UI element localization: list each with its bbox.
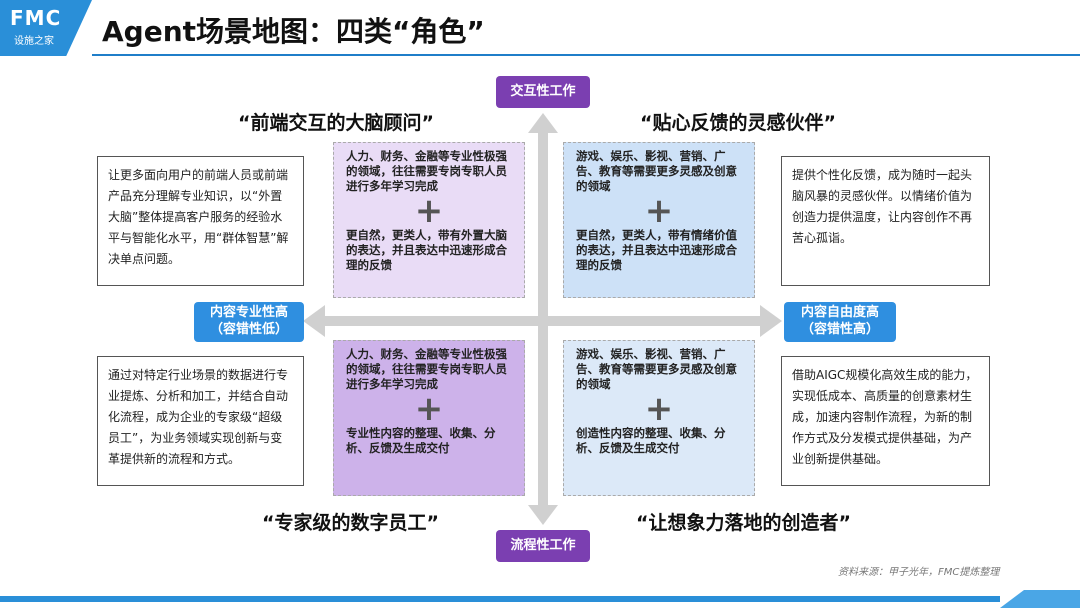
side-box-bottom-left: 通过对特定行业场景的数据进行专业提炼、分析和加工，并结合自动化流程，成为企业的专… [97, 356, 304, 486]
quadrant-top-left-domain: 人力、财务、金融等专业性极强的领域，往往需要专岗专职人员进行多年学习完成 [346, 149, 507, 193]
quadrant-top-left-expression: 更自然，更类人，带有外置大脑的表达，并且表达中迅速形成合理的反馈 [346, 228, 507, 272]
axis-label-left-line1: 内容专业性高 [209, 305, 288, 320]
quadrant-top-left: 人力、财务、金融等专业性极强的领域，往往需要专岗专职人员进行多年学习完成 + 更… [333, 142, 525, 298]
quadrant-top-right-domain: 游戏、娱乐、影视、营销、广告、教育等需要更多灵感及创意的领域 [576, 149, 737, 193]
axis-label-right: 内容自由度高 （容错性高） [784, 302, 896, 342]
axis-label-left-line2: （容错性低） [209, 322, 288, 337]
source-note: 资料来源：甲子光年，FMC提炼整理 [838, 567, 1000, 578]
quadrant-bottom-left-domain: 人力、财务、金融等专业性极强的领域，往往需要专岗专职人员进行多年学习完成 [346, 347, 507, 391]
logo-subtitle: 设施之家 [14, 36, 54, 47]
quadrant-bottom-right-output: 创造性内容的整理、收集、分析、反馈及生成交付 [576, 426, 726, 455]
axis-label-left: 内容专业性高 （容错性低） [194, 302, 304, 342]
axis-label-right-line2: （容错性高） [800, 322, 879, 337]
footer-accent [1000, 590, 1080, 608]
side-box-top-left: 让更多面向用户的前端人员或前端产品充分理解专业知识，以“外置大脑”整体提高客户服… [97, 156, 304, 286]
headline-bottom-left: “专家级的数字员工” [262, 512, 439, 534]
quadrant-bottom-right: 游戏、娱乐、影视、营销、广告、教育等需要更多灵感及创意的领域 + 创造性内容的整… [563, 340, 755, 496]
axis-label-top: 交互性工作 [496, 76, 590, 108]
axis-label-bottom: 流程性工作 [496, 530, 590, 562]
plus-icon: + [414, 389, 444, 429]
quadrant-top-right: 游戏、娱乐、影视、营销、广告、教育等需要更多灵感及创意的领域 + 更自然，更类人… [563, 142, 755, 298]
plus-icon: + [414, 191, 444, 231]
quadrant-bottom-right-domain: 游戏、娱乐、影视、营销、广告、教育等需要更多灵感及创意的领域 [576, 347, 737, 391]
plus-icon: + [644, 191, 674, 231]
plus-icon: + [644, 389, 674, 429]
horizontal-axis-arrow [303, 305, 782, 337]
headline-top-left: “前端交互的大脑顾问” [238, 112, 434, 134]
side-box-bottom-right: 借助AIGC规模化高效生成的能力，实现低成本、高质量的创意素材生成，加速内容制作… [781, 356, 990, 486]
quadrant-bottom-left: 人力、财务、金融等专业性极强的领域，往往需要专岗专职人员进行多年学习完成 + 专… [333, 340, 525, 496]
headline-top-right: “贴心反馈的灵感伙伴” [640, 112, 836, 134]
headline-bottom-right: “让想象力落地的创造者” [636, 512, 851, 534]
quadrant-bottom-left-output: 专业性内容的整理、收集、分析、反馈及生成交付 [346, 426, 496, 455]
footer-bar [0, 596, 1000, 602]
page-title: Agent场景地图：四类“角色” [102, 15, 485, 48]
quadrant-top-right-expression: 更自然，更类人，带有情绪价值的表达，并且表达中迅速形成合理的反馈 [576, 228, 737, 272]
header-divider [92, 54, 1080, 56]
axis-label-right-line1: 内容自由度高 [800, 305, 879, 320]
side-box-top-right: 提供个性化反馈，成为随时一起头脑风暴的灵感伙伴。以情绪价值为创造力提供温度，让内… [781, 156, 990, 286]
logo-brand: FMC [10, 6, 62, 30]
